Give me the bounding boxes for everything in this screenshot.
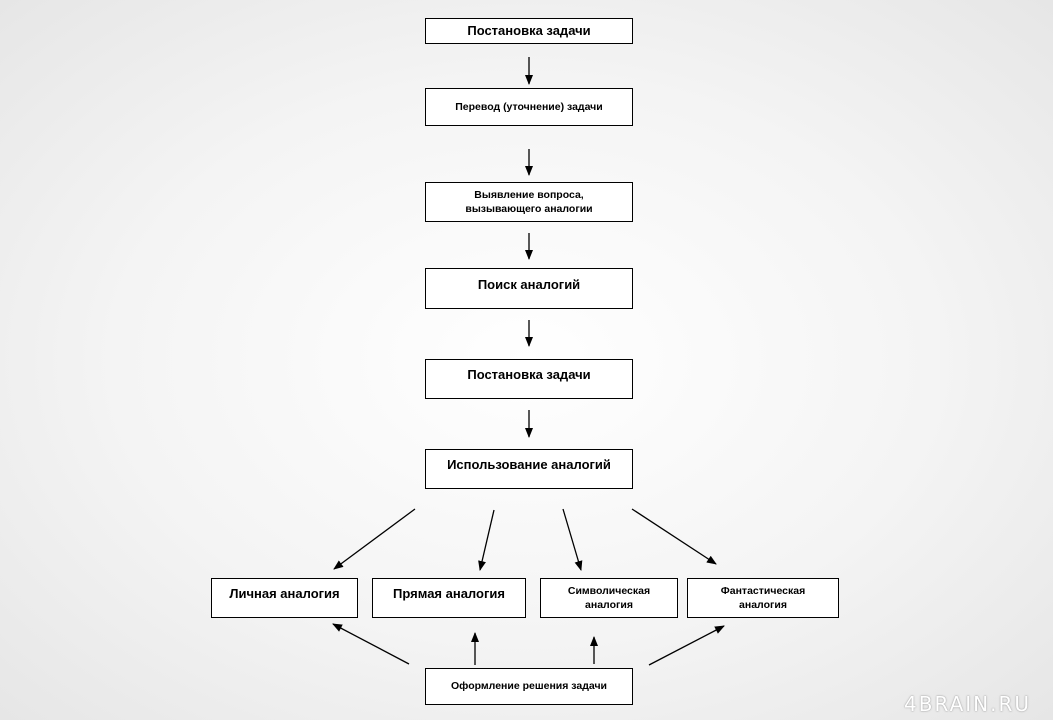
- box-solution-formalization-label: Оформление решения задачи: [451, 680, 607, 693]
- arrow-solution-to-fantastic: [648, 625, 725, 666]
- box-symbolic-analogy-label: Символическая аналогия: [567, 584, 651, 611]
- box-problem-statement-1-label: Постановка задачи: [467, 23, 591, 39]
- box-fantastic-analogy: Фантастическая аналогия: [687, 578, 839, 618]
- box-problem-statement-2: Постановка задачи: [425, 359, 633, 399]
- arrow-solution-to-personal: [332, 623, 410, 665]
- box-problem-clarification-label: Перевод (уточнение) задачи: [455, 100, 603, 113]
- box-problem-statement-2-label: Постановка задачи: [467, 367, 591, 382]
- box-problem-statement-1: Постановка задачи: [425, 18, 633, 44]
- box-analogy-search: Поиск аналогий: [425, 268, 633, 309]
- watermark-logo: 4BRAIN.RU: [904, 692, 1031, 716]
- arrow-use-to-personal: [333, 508, 416, 570]
- box-symbolic-analogy: Символическая аналогия: [540, 578, 678, 618]
- arrow-use-to-symbolic: [562, 508, 583, 571]
- arrow-use-to-fantastic: [631, 508, 717, 565]
- arrow-use-to-direct: [478, 509, 495, 571]
- box-solution-formalization: Оформление решения задачи: [425, 668, 633, 705]
- box-question-identification: Выявление вопроса, вызывающего аналогии: [425, 182, 633, 222]
- box-question-identification-label: Выявление вопроса, вызывающего аналогии: [465, 188, 593, 215]
- box-direct-analogy-label: Прямая аналогия: [393, 586, 505, 601]
- box-personal-analogy-label: Личная аналогия: [229, 586, 340, 601]
- box-problem-clarification: Перевод (уточнение) задачи: [425, 88, 633, 126]
- box-analogy-search-label: Поиск аналогий: [477, 277, 581, 292]
- box-direct-analogy: Прямая аналогия: [372, 578, 526, 618]
- box-analogy-use-label: Использование аналогий: [447, 457, 611, 472]
- box-analogy-use: Использование аналогий: [425, 449, 633, 489]
- box-fantastic-analogy-label: Фантастическая аналогия: [720, 584, 806, 611]
- box-personal-analogy: Личная аналогия: [211, 578, 358, 618]
